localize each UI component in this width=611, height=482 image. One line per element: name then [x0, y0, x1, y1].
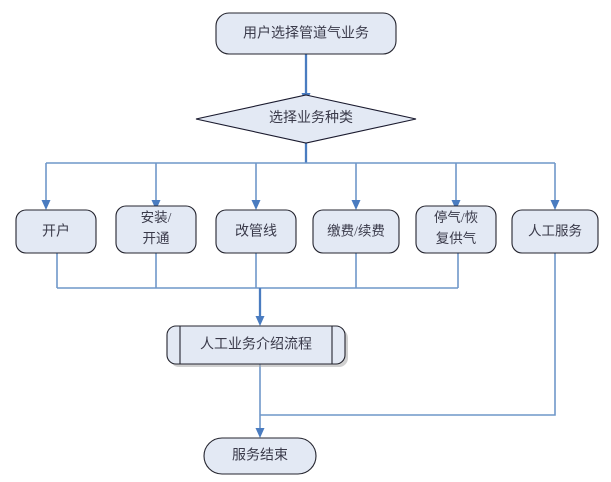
node-branch-6-label: 人工服务 [528, 224, 582, 239]
arrowhead-branch-1 [41, 200, 51, 210]
arrowhead-branch-6 [550, 200, 560, 210]
node-branch-3-shape [215, 209, 297, 254]
node-branch-5-shape [415, 205, 497, 254]
node-branch-3-label: 改管线 [235, 224, 277, 240]
arrowhead-branch-4 [351, 200, 361, 210]
node-branch-4-label: 缴费/续费 [327, 224, 385, 239]
node-branch-1-label: 开户 [42, 223, 70, 240]
node-start-label: 用户选择管道气业务 [243, 25, 369, 42]
node-subprocess-shape [166, 325, 346, 365]
node-branch-4-shape [312, 209, 400, 254]
node-branch-2-shape [115, 205, 197, 254]
node-end-label: 服务结束 [232, 448, 288, 464]
node-branch-anzhuang-kaitong[interactable]: 安装/ 开通 [115, 205, 197, 254]
node-end-shape [203, 437, 317, 475]
node-decision-shape [195, 94, 417, 144]
node-subprocess[interactable]: 人工业务介绍流程 [166, 325, 348, 367]
node-branch-rengongfuwu[interactable]: 人工服务 [511, 209, 599, 254]
node-branch-jiaofei-xufei[interactable]: 缴费/续费 [312, 209, 400, 254]
node-branch-kaihu[interactable]: 开户 [15, 209, 97, 254]
node-branch-5-label-line1: 停气/恢 [434, 209, 478, 225]
node-decision-label: 选择业务种类 [269, 110, 353, 126]
node-branch-6-shape [511, 209, 599, 254]
arrowhead-branch-5 [451, 200, 461, 210]
node-branch-2-label-line1: 安装/ [141, 210, 172, 225]
node-branch-2-label-line2: 开通 [143, 231, 170, 246]
node-branch-5-label-line2: 复供气 [436, 230, 477, 246]
connector-manual-service-to-end [260, 253, 556, 416]
node-branch-1-shape [15, 209, 97, 254]
connector-group [41, 54, 560, 438]
node-branch-gaiguanxian[interactable]: 改管线 [215, 209, 297, 254]
arrowhead-end-from-subprocess [255, 428, 265, 438]
node-branch-tingqi-huifugongqi[interactable]: 停气/恢 复供气 [415, 205, 497, 254]
node-decision[interactable]: 选择业务种类 [195, 94, 417, 144]
arrowhead-branch-3 [251, 200, 261, 210]
node-subprocess-label: 人工业务介绍流程 [200, 337, 312, 353]
arrowhead-branch-2 [151, 200, 161, 210]
node-end[interactable]: 服务结束 [203, 437, 317, 475]
arrowhead-subprocess [255, 316, 265, 326]
node-start[interactable]: 用户选择管道气业务 [215, 12, 397, 55]
node-start-shape [215, 12, 397, 55]
